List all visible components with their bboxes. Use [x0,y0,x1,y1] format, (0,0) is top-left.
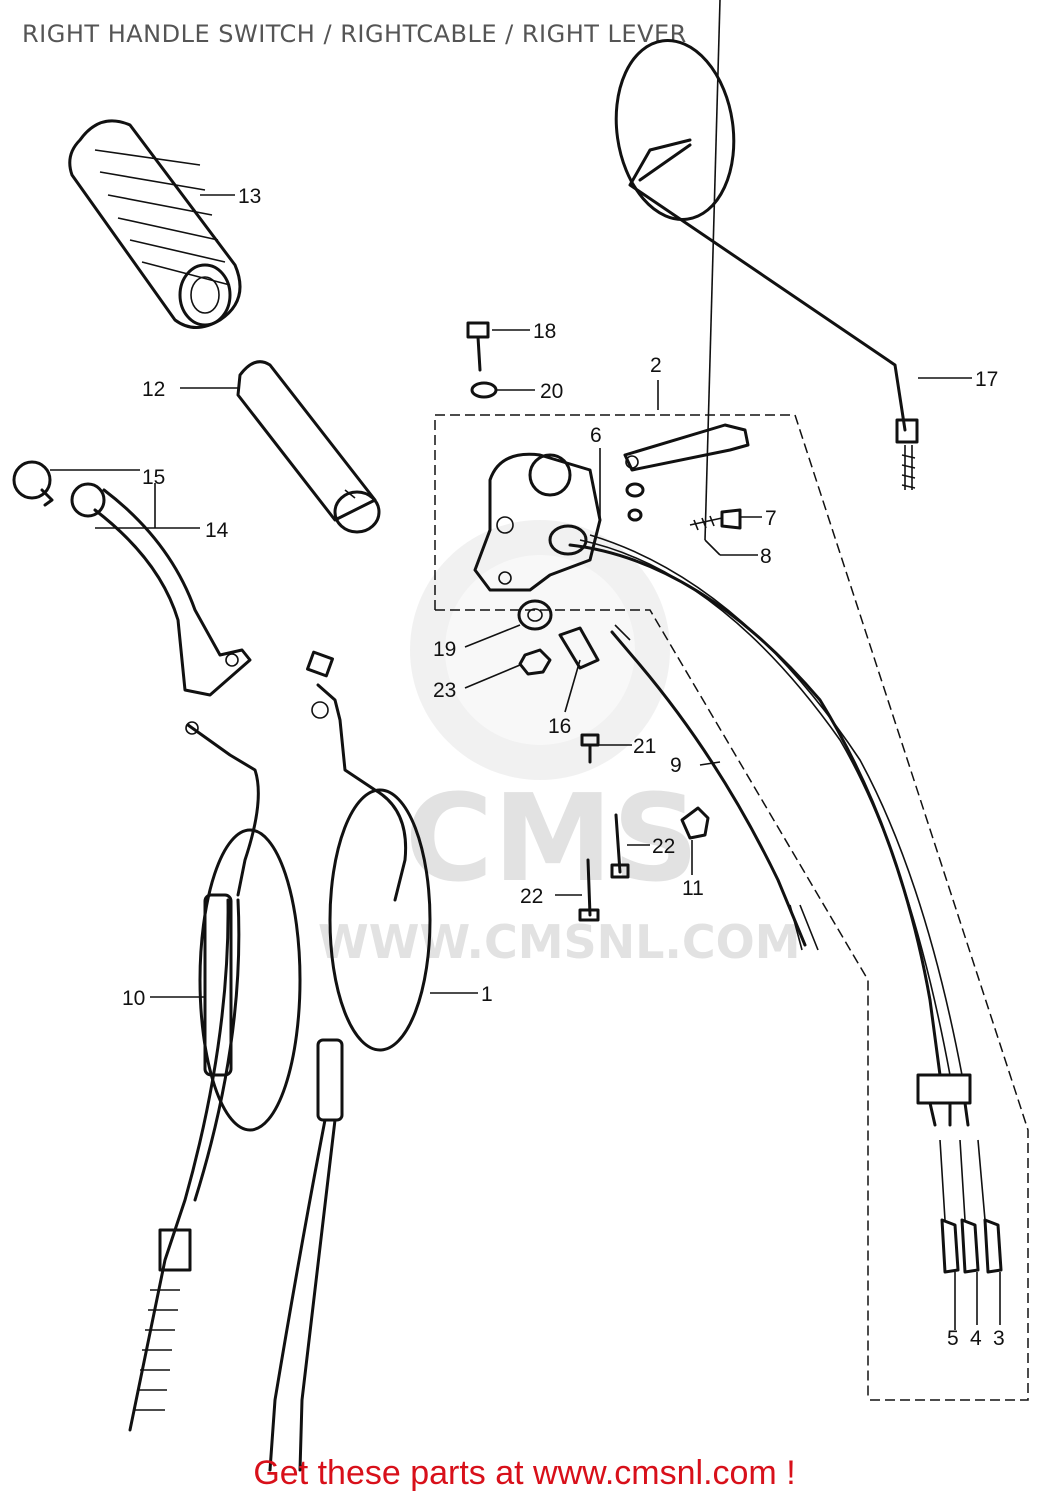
part-9-switch-wire[interactable] [610,624,819,951]
callout-22-lower: 22 [520,885,543,908]
part-20-washer[interactable] [470,381,498,399]
part-17-mirror[interactable] [605,33,919,490]
part-15-lever-ball[interactable] [12,460,54,507]
callout-18: 18 [533,320,556,343]
watermark-cms-text: CMS [405,770,699,909]
callout-4: 4 [970,1327,982,1350]
part-10-cable[interactable] [128,721,302,1432]
part-12-throttle-tube[interactable] [236,360,381,534]
callout-8: 8 [760,545,772,568]
callout-21: 21 [633,735,656,758]
callout-9: 9 [670,754,682,777]
callout-2: 2 [650,354,662,377]
callout-22-upper: 22 [652,835,675,858]
part-19-bush[interactable] [517,599,553,631]
main-switch-harness[interactable] [568,534,1003,1325]
callout-13: 13 [238,185,261,208]
callout-3: 3 [993,1327,1005,1350]
part-6-contact-plate[interactable] [599,423,750,522]
watermark-url-text: WWW.CMSNL.COM [318,915,801,969]
callout-12: 12 [142,378,165,401]
part-14-brake-lever[interactable] [70,482,252,697]
part-2-switch-assembly-outline [434,380,1029,1401]
part-13-throttle-grip[interactable] [68,119,242,329]
part-11-cable-clamp[interactable] [680,806,710,840]
callout-1: 1 [481,983,493,1006]
callout-17: 17 [975,368,998,391]
footer-cta[interactable]: Get these parts at www.cmsnl.com ! [253,1454,796,1492]
callout-16: 16 [548,715,571,738]
callout-10: 10 [122,987,145,1010]
right-handle-switch-housing[interactable] [473,452,602,592]
callout-15: 15 [142,466,165,489]
part-1-throttle-cable[interactable] [268,650,432,1472]
part-22-screw-upper[interactable] [610,813,630,879]
part-21-screw[interactable] [580,733,600,764]
callout-20: 20 [540,380,563,403]
callout-14: 14 [205,519,229,542]
part-18-bolt[interactable] [466,321,490,372]
callout-23: 23 [433,679,456,702]
page-title: RIGHT HANDLE SWITCH / RIGHTCABLE / RIGHT… [22,20,687,48]
callout-7: 7 [765,507,777,530]
callout-11: 11 [682,877,704,900]
watermark-logo: CMS WWW.CMSNL.COM [318,520,801,969]
part-16-adjuster[interactable] [558,626,600,670]
leader-lines [50,0,972,1330]
callout-6: 6 [590,424,602,447]
part-7-screw[interactable] [720,508,742,530]
callout-5: 5 [947,1327,959,1350]
part-22-screw-lower[interactable] [578,858,600,922]
callout-19: 19 [433,638,456,661]
part-23-nut[interactable] [518,648,552,676]
callout-labels: 13 12 15 14 18 20 2 17 6 7 8 19 23 16 21… [122,185,1005,1350]
